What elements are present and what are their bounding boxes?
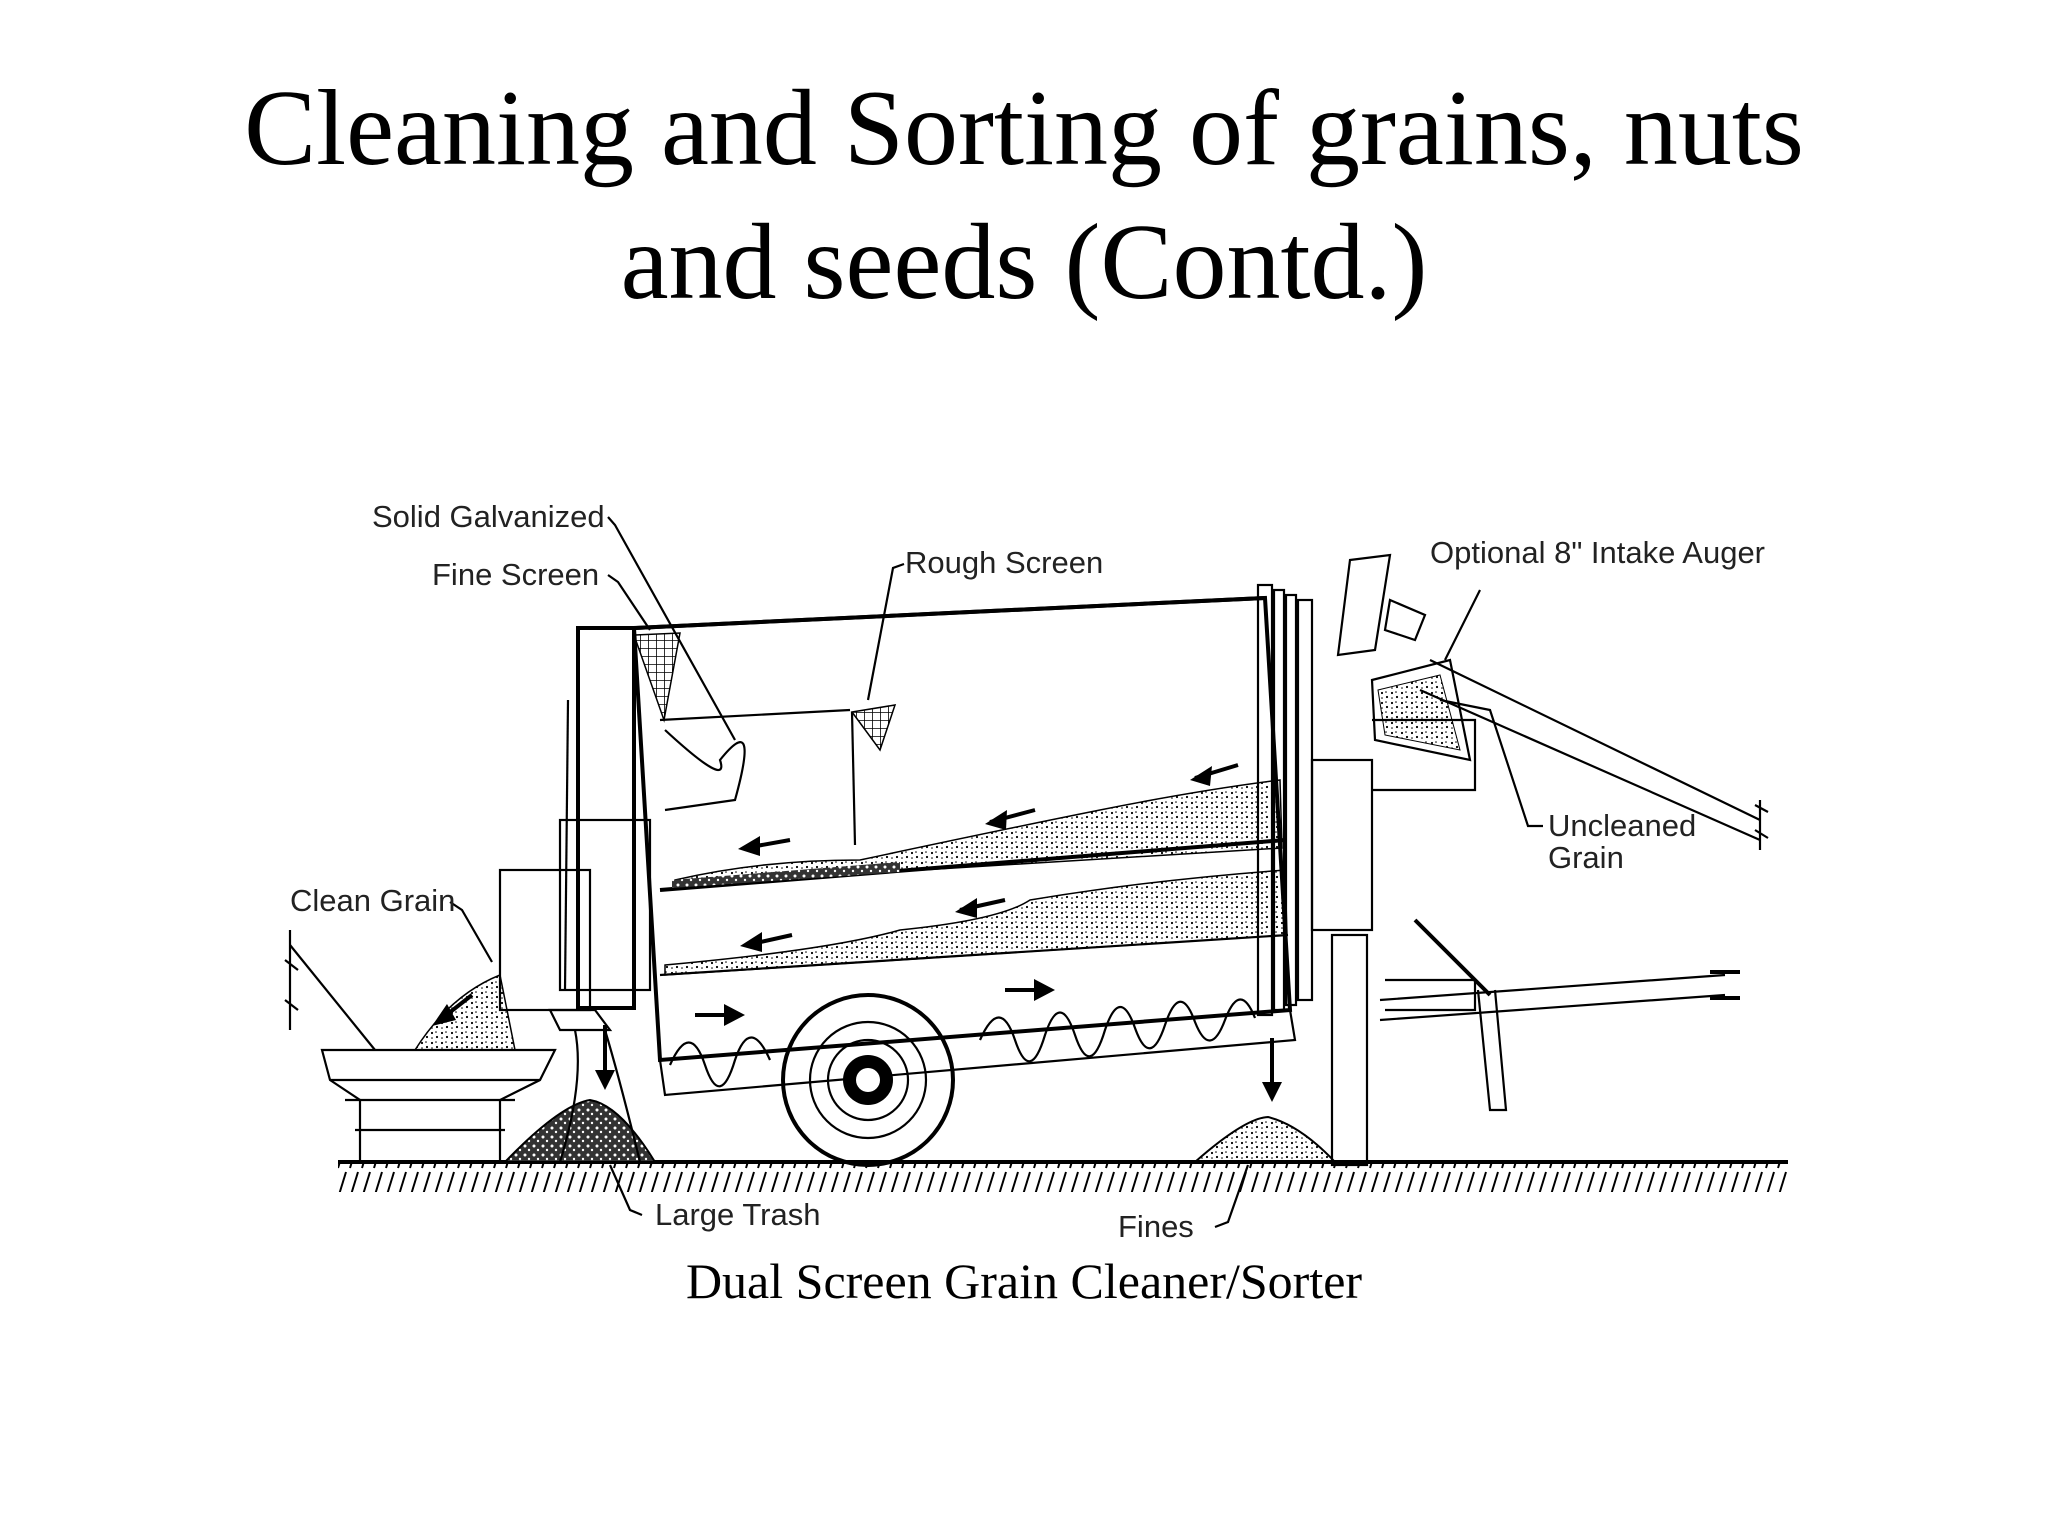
intake-end [1310,553,1769,1167]
title-line-2: and seeds (Contd.) [620,203,1428,322]
clean-grain-label: Clean Grain [290,883,455,918]
figure-caption: Dual Screen Grain Cleaner/Sorter [685,1253,1363,1309]
flow-arrows [432,763,1282,1102]
discharge-end [498,626,652,1163]
fines-label: Fines [1118,1209,1194,1244]
fines-pile [1192,1115,1338,1163]
intake-auger-label: Optional 8" Intake Auger [1430,535,1765,570]
bottom-auger [658,998,1297,1097]
large-trash-label: Large Trash [655,1197,820,1232]
wheel [781,993,955,1167]
large-trash-pile [502,1098,657,1163]
solid-galvanized-label: Solid Galvanized [372,499,605,534]
ground [338,1160,1788,1192]
uncleaned-grain-label-2: Grain [1548,840,1624,875]
slide-title: Cleaning and Sorting of grains, nuts and… [0,62,2048,330]
clean-grain-hopper [284,930,557,1164]
leader-lines [449,516,1543,1229]
rough-screen-label: Rough Screen [905,545,1103,580]
uncleaned-grain-label-1: Uncleaned [1548,808,1696,843]
screen-drum [631,583,1314,1063]
title-line-1: Cleaning and Sorting of grains, nuts [244,69,1804,188]
fine-screen-label: Fine Screen [432,557,599,592]
